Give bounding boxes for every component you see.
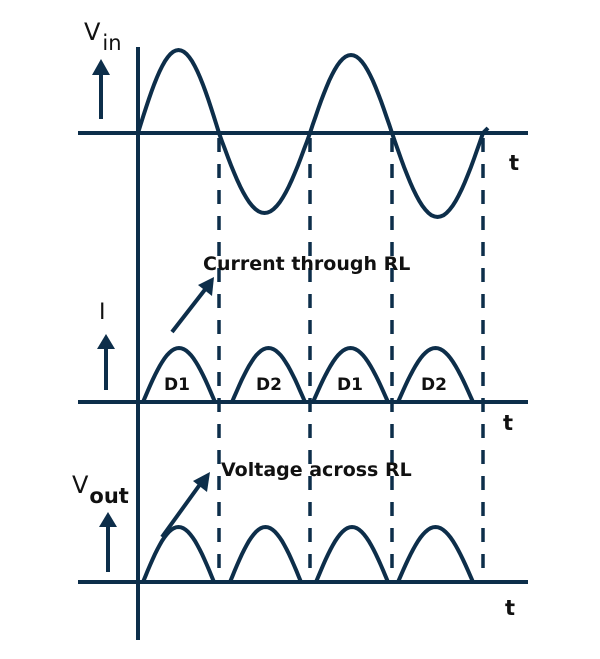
vout-t-label: t	[505, 596, 515, 620]
diode-label-1: D1	[164, 375, 190, 395]
current-hump-3	[311, 345, 390, 403]
current-annotation-text: Current through RL	[203, 253, 410, 275]
vin-t-label: t	[509, 151, 519, 175]
diode-label-3: D1	[337, 375, 363, 395]
current-up-arrow-icon	[97, 334, 115, 349]
vout-up-arrow-icon	[99, 512, 117, 527]
voltage-annotation-text: Voltage across RL	[221, 459, 412, 481]
diode-label-2: D2	[256, 375, 282, 395]
voltage-annotation-arrow	[160, 481, 203, 539]
vout-hump-4	[396, 524, 475, 583]
current-annotation-arrowhead-icon	[198, 277, 214, 296]
vout-hump-2	[228, 524, 303, 583]
current-label: I	[99, 300, 106, 325]
voltage-annotation-arrowhead-icon	[193, 472, 210, 492]
current-hump-1	[141, 345, 217, 403]
current-t-label: t	[503, 411, 513, 435]
vin-sine-wave	[136, 47, 490, 220]
diode-label-4: D2	[421, 375, 447, 395]
vout-hump-1	[141, 524, 216, 583]
current-hump-4	[396, 345, 475, 403]
vin-up-arrow-icon	[92, 59, 110, 75]
vout-hump-3	[314, 524, 390, 583]
vout-label: Vout	[72, 471, 129, 508]
vin-label: Vin	[84, 18, 122, 55]
current-annotation-arrow	[170, 285, 209, 334]
current-hump-2	[230, 345, 307, 403]
